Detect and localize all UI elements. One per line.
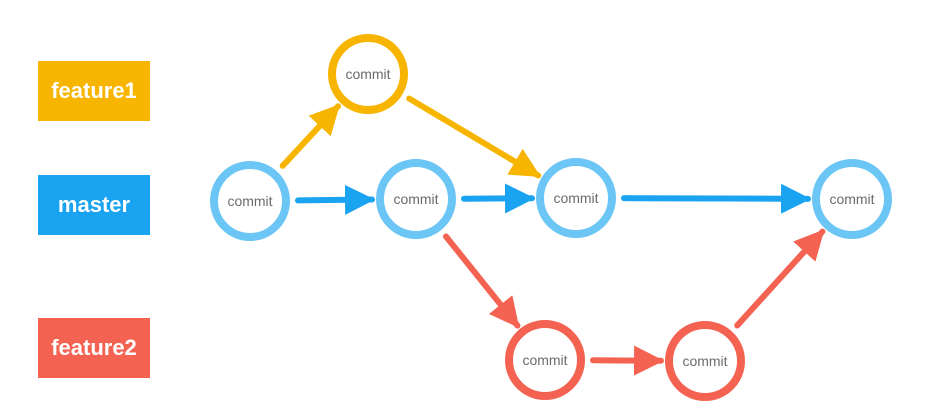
branch-label-feature2: feature2 <box>38 318 150 378</box>
commit-node-f2-c2: commit <box>665 321 745 401</box>
edge-f1-c1-to-m-c3 <box>406 95 542 179</box>
commit-circle <box>665 321 745 401</box>
edge-m-c1-to-f1-c1 <box>279 103 342 169</box>
edge-m-c3-to-m-c4 <box>620 183 812 214</box>
commit-label: commit <box>393 191 438 207</box>
commit-label: commit <box>829 191 874 207</box>
commit-node-m-c3: commit <box>536 158 616 238</box>
commit-label: commit <box>553 190 598 206</box>
branch-label-master: master <box>38 175 150 235</box>
commit-label: commit <box>227 193 272 209</box>
commit-circle <box>505 320 585 400</box>
edge-f2-c2-to-m-c4 <box>734 228 826 329</box>
branch-label-feature1: feature1 <box>38 61 150 121</box>
commit-label: commit <box>522 352 567 368</box>
commit-node-m-c1: commit <box>210 161 290 241</box>
commit-node-m-c4: commit <box>812 159 892 239</box>
commit-node-m-c2: commit <box>376 159 456 239</box>
commit-circle <box>328 34 408 114</box>
commit-node-f2-c1: commit <box>505 320 585 400</box>
commit-circle <box>536 158 616 238</box>
commit-circle <box>376 159 456 239</box>
commit-circle <box>812 159 892 239</box>
commit-label: commit <box>345 66 390 82</box>
commit-circle <box>210 161 290 241</box>
edge-m-c1-to-m-c2 <box>294 184 376 215</box>
commit-node-f1-c1: commit <box>328 34 408 114</box>
commit-label: commit <box>682 353 727 369</box>
edge-m-c2-to-f2-c1 <box>443 233 521 329</box>
